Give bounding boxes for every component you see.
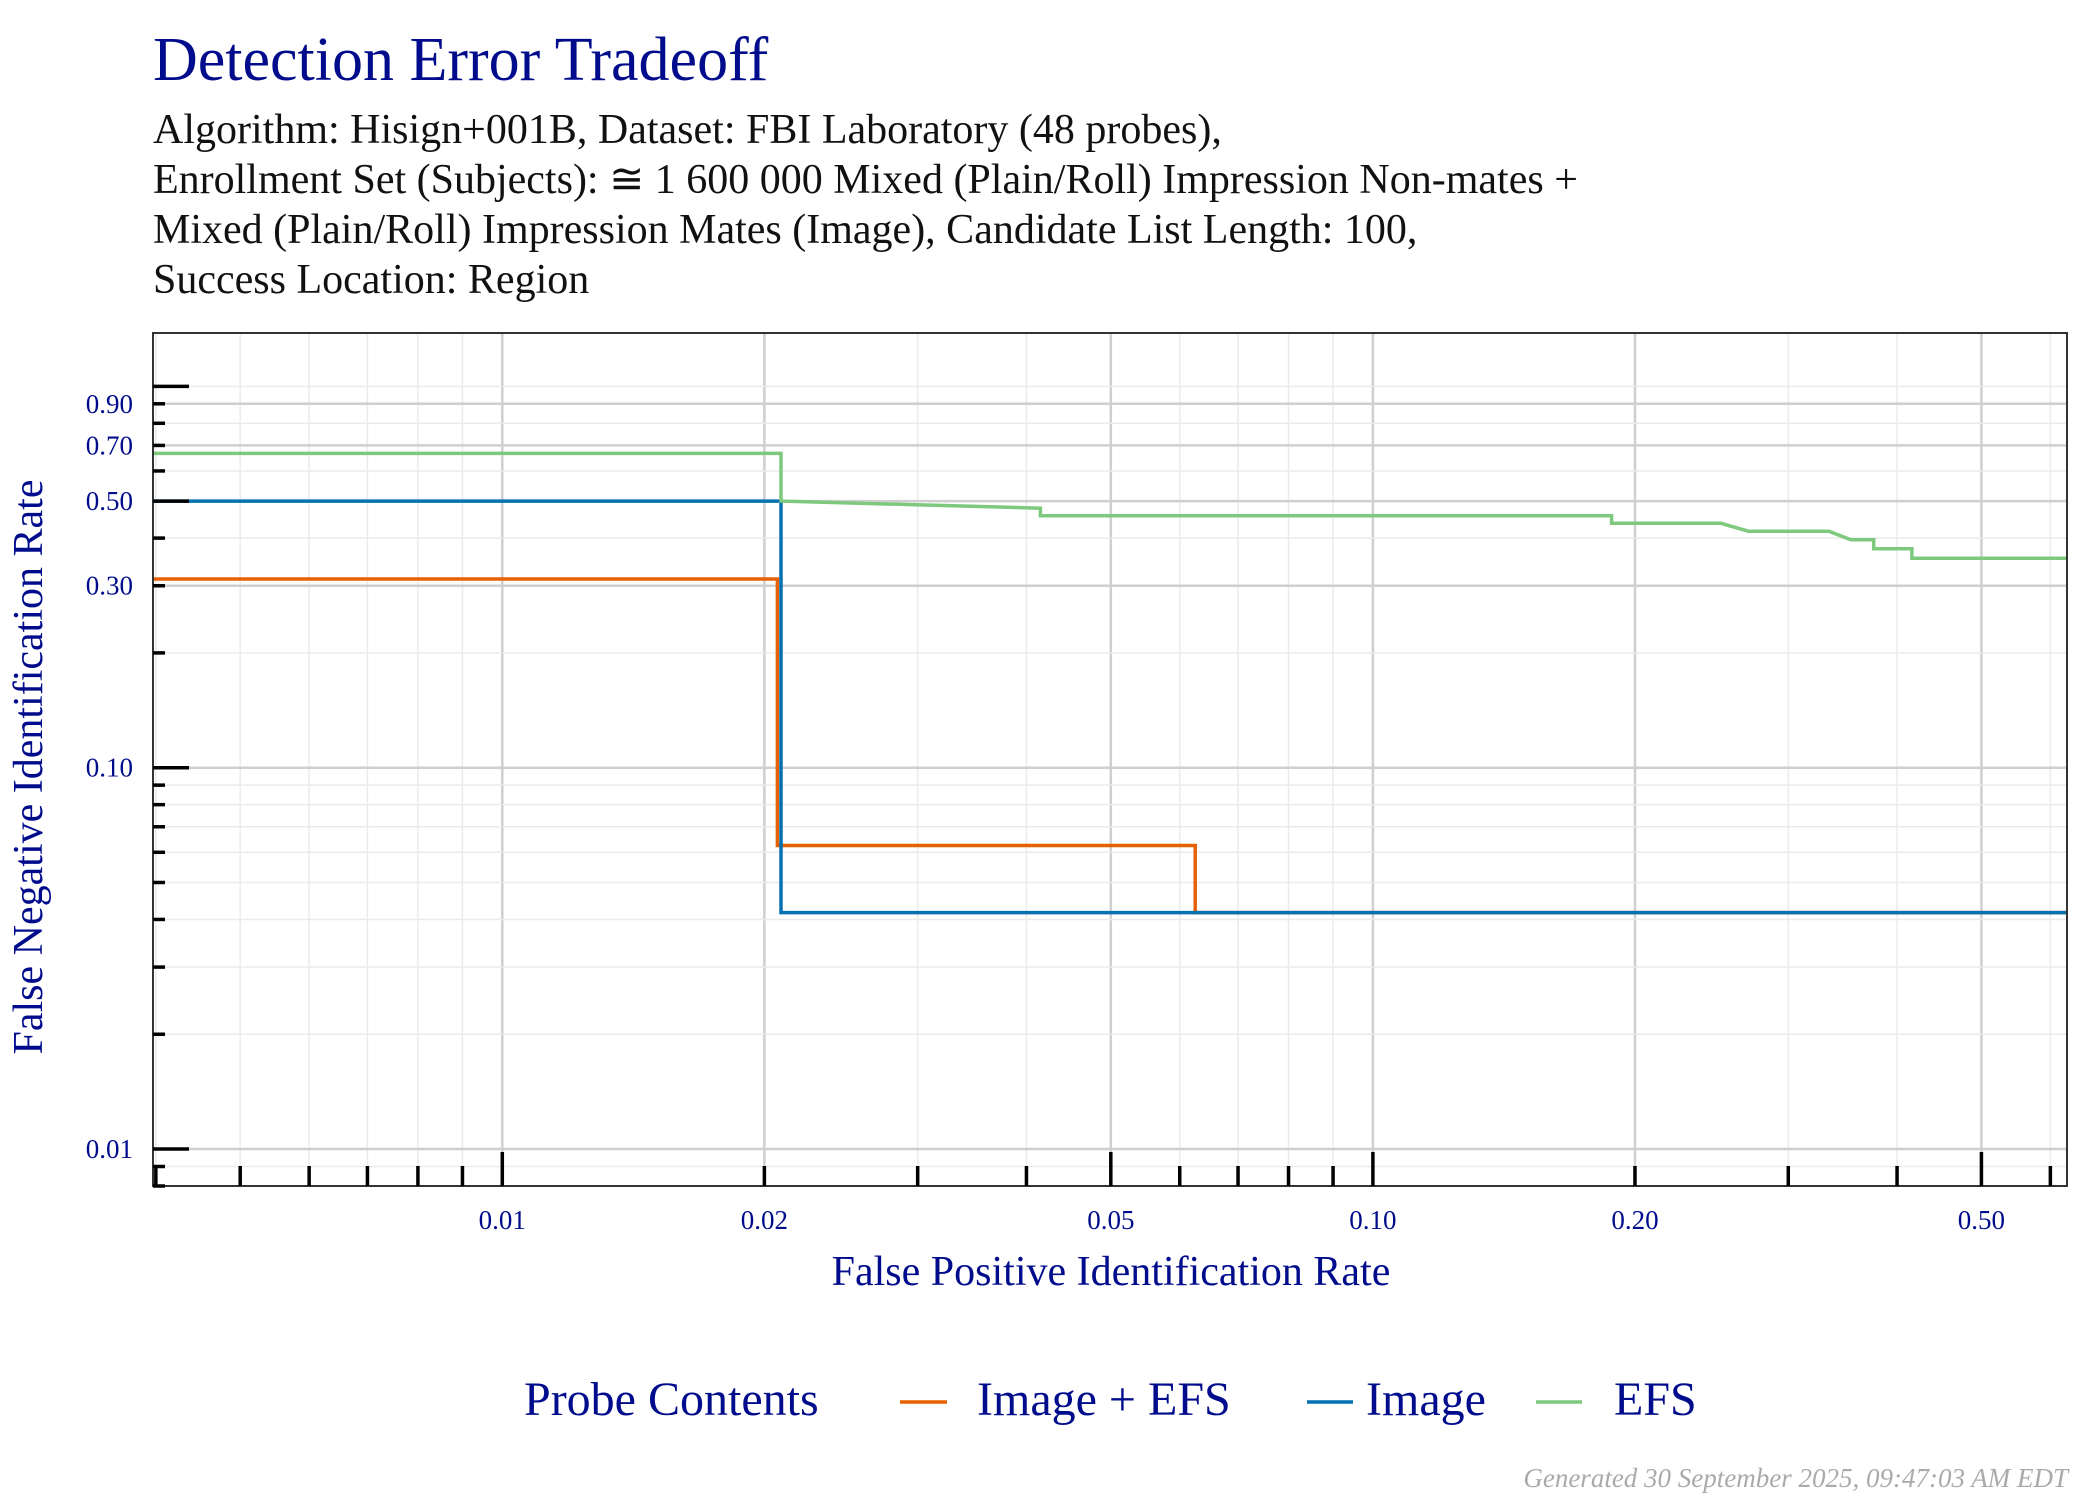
legend-title: Probe Contents [524,1373,819,1426]
chart-title: Detection Error Tradeoff [153,26,769,94]
x-tick-label: 0.50 [1958,1205,2005,1235]
x-tick-label: 0.10 [1349,1205,1396,1235]
y-tick-label: 0.01 [86,1134,133,1164]
series-line-image [153,499,2067,915]
ticks: 0.01 0.02 0.05 0.10 0.20 0.50 0.90 0.70 0.50 0.30… [86,384,2053,1235]
y-tick-label: 0.30 [86,571,133,601]
y-tick-label: 0.90 [86,389,133,419]
x-tick-label: 0.02 [741,1205,788,1235]
x-axis-label: False Positive Identification Rate [832,1249,1391,1295]
legend-label-image: Image [1366,1373,1486,1426]
x-tick-label: 0.01 [479,1205,526,1235]
grid [153,333,2067,1187]
legend-label-image-efs: Image + EFS [977,1373,1231,1426]
y-tick-label: 0.10 [86,753,133,783]
chart-subtitle-line: Success Location: Region [153,257,589,303]
y-tick-label: 0.70 [86,430,133,460]
series-line-efs [153,451,2067,561]
chart-subtitle-line: Enrollment Set (Subjects): ≅ 1 600 000 M… [153,157,1578,203]
legend-label-efs: EFS [1614,1373,1697,1426]
legend: Probe Contents Image + EFS Image EFS [524,1373,1697,1426]
x-tick-label: 0.05 [1087,1205,1134,1235]
x-tick-label: 0.20 [1611,1205,1658,1235]
generated-timestamp: Generated 30 September 2025, 09:47:03 AM… [1523,1463,2070,1493]
chart-subtitle-line: Mixed (Plain/Roll) Impression Mates (Ima… [153,207,1417,253]
series-lines [153,451,2067,915]
y-axis-label: False Negative Identification Rate [6,480,52,1055]
y-tick-label: 0.50 [86,486,133,516]
chart-subtitle-line: Algorithm: Hisign+001B, Dataset: FBI Lab… [153,107,1222,153]
